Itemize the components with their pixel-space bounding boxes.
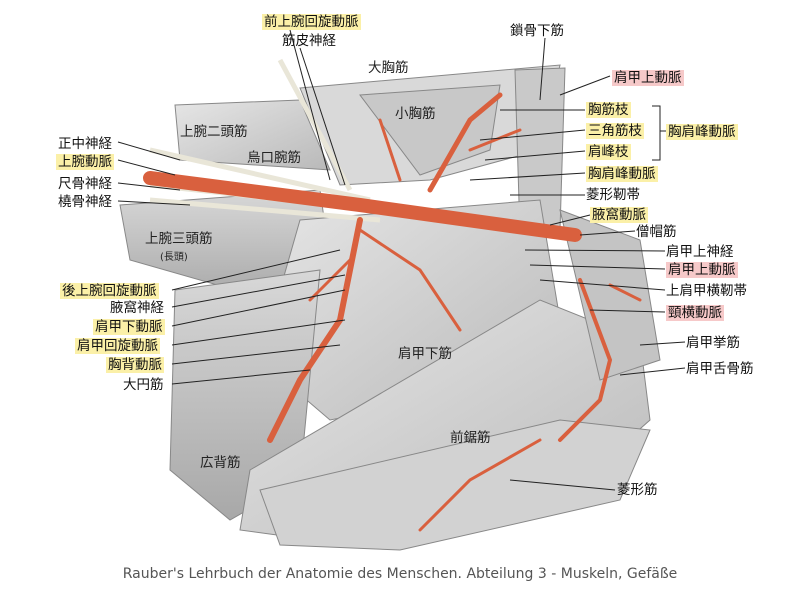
label-trapezius-m: 僧帽筋	[636, 224, 677, 240]
label-suprascapular-a: 肩甲上動脈	[666, 262, 738, 278]
label-serratus-anterior-m: 前鋸筋	[450, 430, 491, 446]
label-triceps-brachii-m: 上腕三頭筋	[145, 231, 213, 247]
label-pectoral-branch: 胸筋枝	[586, 102, 631, 118]
label-subscapular-a: 肩甲下動脈	[93, 319, 165, 335]
label-circumflex-scapular-a: 肩甲回旋動脈	[75, 338, 160, 354]
label-biceps-brachii-m: 上腕二頭筋	[180, 124, 248, 140]
label-latissimus-dorsi-m: 広背筋	[200, 455, 241, 471]
label-deltoid-branch: 三角筋枝	[586, 123, 644, 139]
label-axillary-a: 腋窩動脈	[590, 207, 648, 223]
label-levator-scapulae-m: 肩甲挙筋	[686, 335, 740, 351]
pectoralis-minor-shape	[359, 84, 501, 176]
label-thoracodorsal-a: 胸背動脈	[106, 357, 164, 373]
label-thoracoacromial-a-group: 胸肩峰動脈	[666, 124, 738, 140]
anatomy-illustration	[117, 29, 686, 551]
label-suprascapular-a-top: 肩甲上動脈	[612, 70, 684, 86]
biceps-brachii-shape	[174, 99, 331, 171]
label-post-circumflex-humeral-a: 後上腕回旋動脈	[60, 283, 159, 299]
label-teres-major-m: 大円筋	[123, 377, 164, 393]
leader-lines	[117, 29, 686, 491]
label-thoracoacromial-a: 胸肩峰動脈	[586, 166, 658, 182]
label-brachial-a: 上腕動脈	[56, 154, 114, 170]
label-ulnar-n: 尺骨神経	[58, 176, 112, 192]
label-long-head: (長頭)	[160, 252, 188, 263]
label-omohyoid-m: 肩甲舌骨筋	[686, 361, 754, 377]
label-subscapularis-m: 肩甲下筋	[398, 346, 452, 362]
label-musculocutaneous-n: 筋皮神経	[282, 33, 336, 49]
rhomboid-shape	[259, 419, 651, 551]
label-pectoralis-major-m: 大胸筋	[368, 60, 409, 76]
label-median-n: 正中神経	[58, 136, 112, 152]
figure-caption: Rauber's Lehrbuch der Anatomie des Mensc…	[122, 566, 678, 582]
label-suprascapular-n: 肩甲上神経	[666, 244, 734, 260]
label-trapezoid-lig: 菱形靭帯	[586, 187, 640, 203]
label-rhomboid-m: 菱形筋	[617, 482, 658, 498]
label-ant-circumflex-humeral-a: 前上腕回旋動脈	[262, 14, 361, 30]
label-subclavius-m: 鎖骨下筋	[510, 23, 564, 39]
label-pectoralis-minor-m: 小胸筋	[395, 106, 436, 122]
label-axillary-n: 腋窩神経	[110, 300, 164, 316]
trapezius-shape	[559, 209, 661, 381]
label-sup-transverse-scapular-lig: 上肩甲横靭帯	[666, 283, 747, 299]
artery-network	[143, 92, 642, 532]
label-acromial-branch: 肩峰枝	[586, 144, 631, 160]
label-radial-n: 橈骨神経	[58, 194, 112, 210]
label-transverse-cervical-a: 頸横動脈	[666, 305, 724, 321]
label-coracobrachialis-m: 烏口腕筋	[247, 150, 301, 166]
